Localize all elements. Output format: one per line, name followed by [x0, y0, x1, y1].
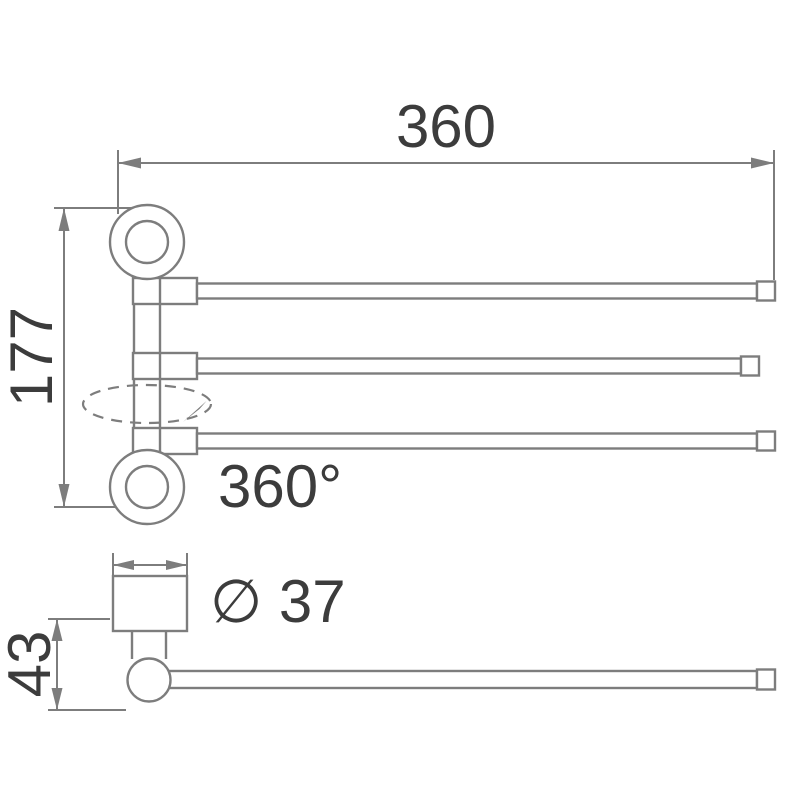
rotation-arrowhead: [183, 401, 207, 422]
rotation-annotation: 360°: [81, 383, 342, 520]
arrowhead-left: [118, 157, 141, 169]
arrowhead-top: [58, 208, 70, 231]
arm1-knuckle: [131, 276, 199, 306]
arm1-end-cap: [755, 280, 777, 302]
top-flange-inner: [124, 219, 170, 265]
overall-height-label: 177: [0, 307, 65, 407]
dimension-overall-width: 360: [117, 93, 775, 280]
arm2-knuckle: [131, 351, 199, 381]
dimension-diameter: ∅ 37: [112, 553, 346, 635]
top-flange-outer: [108, 203, 186, 281]
side-bar-end-cap: [755, 668, 777, 691]
arrowhead-left: [113, 560, 134, 570]
bottom-flange-outer: [108, 448, 186, 526]
arm1-bar: [195, 282, 759, 300]
bottom-flange-inner: [124, 464, 170, 510]
dimension-profile-height: 43: [0, 618, 126, 711]
arrowhead-top: [51, 619, 63, 641]
arm3-bar: [195, 432, 759, 450]
diameter-label: ∅ 37: [210, 568, 346, 635]
swivel-angle-label: 360°: [218, 453, 342, 520]
arrowhead-bottom: [51, 688, 63, 710]
arm3-end-cap: [755, 430, 777, 452]
arrowhead-right: [166, 560, 187, 570]
pivot-joint: [126, 657, 172, 703]
arrowhead-bottom: [58, 484, 70, 507]
front-view: [108, 203, 777, 526]
dimension-overall-height: 177: [0, 207, 143, 508]
overall-width-label: 360: [396, 93, 496, 160]
arrowhead-right: [751, 157, 774, 169]
side-view: [111, 574, 777, 703]
profile-height-label: 43: [0, 631, 63, 698]
arm2-end-cap: [739, 355, 761, 377]
side-bar: [147, 669, 759, 690]
side-flange-plate: [111, 574, 189, 633]
arm2-bar: [195, 357, 743, 375]
rotation-path-ellipse: [81, 383, 213, 425]
